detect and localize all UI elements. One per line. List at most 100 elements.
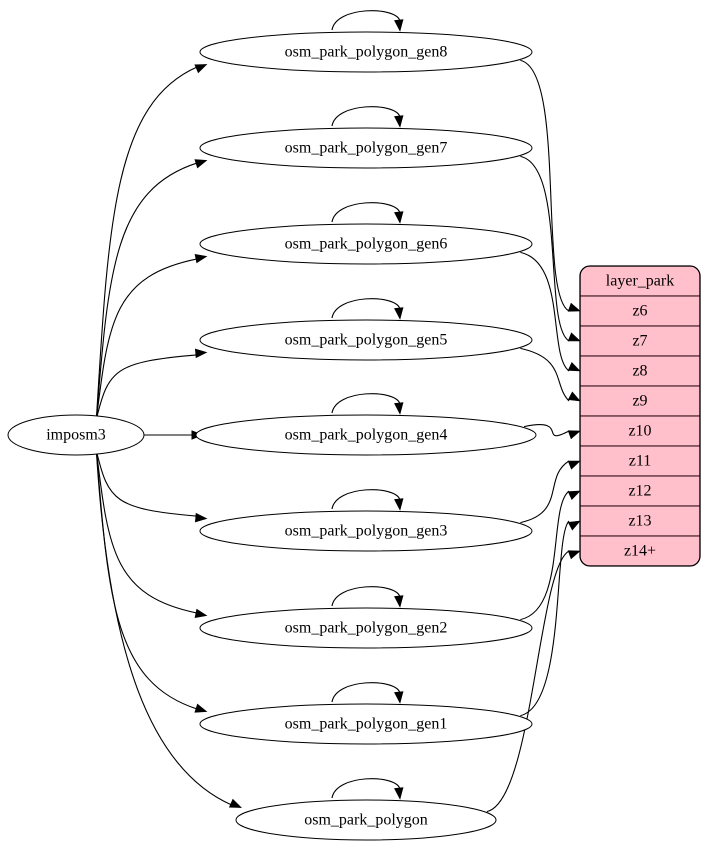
- edge-osm_park_polygon_gen5-to-z9: [520, 347, 570, 402]
- self-loop-arrowhead-osm_park_polygon_gen7: [394, 115, 404, 128]
- edge-imposm3-to-osm_park_polygon: [95, 450, 233, 806]
- table-row-label-z7: z7: [632, 333, 647, 350]
- table-row-label-z14+: z14+: [624, 543, 656, 560]
- table-row-label-z6: z6: [632, 303, 647, 320]
- edge-osm_park_polygon_gen2-to-z12: [520, 490, 570, 621]
- node-shape[interactable]: [195, 414, 537, 456]
- edge-imposm3-to-osm_park_polygon_gen6: [95, 258, 198, 420]
- table-row-z14+[interactable]: [580, 535, 700, 566]
- edges-layer: [95, 10, 581, 813]
- node-label: osm_park_polygon_gen2: [285, 620, 448, 637]
- node-shape[interactable]: [199, 31, 533, 73]
- edge-arrowhead-z9: [567, 391, 581, 402]
- table-row-label-z8: z8: [632, 363, 647, 380]
- edge-osm_park_polygon_gen6-to-z8: [520, 251, 570, 372]
- edge-arrowhead-osm_park_polygon_gen1: [194, 703, 208, 713]
- node-osm_park_polygon_gen4[interactable]: osm_park_polygon_gen4: [195, 414, 537, 456]
- edge-osm_park_polygon_gen3-to-z11: [520, 460, 570, 524]
- edge-imposm3-to-osm_park_polygon_gen5: [95, 354, 198, 420]
- edge-arrowhead-osm_park_polygon_gen2: [194, 608, 208, 618]
- node-osm_park_polygon_gen8[interactable]: osm_park_polygon_gen8: [199, 31, 533, 73]
- node-label: osm_park_polygon_gen3: [285, 523, 448, 540]
- self-loop-osm_park_polygon_gen1: [331, 682, 401, 703]
- self-loop-arrowhead-osm_park_polygon: [394, 787, 404, 800]
- self-loop-arrowhead-osm_park_polygon_gen4: [394, 402, 404, 415]
- self-loop-osm_park_polygon_gen3: [331, 489, 401, 510]
- node-imposm3[interactable]: imposm3: [7, 414, 145, 456]
- edge-osm_park_polygon_gen1-to-z13: [520, 520, 570, 717]
- edge-imposm3-to-osm_park_polygon_gen1: [95, 450, 198, 710]
- self-loop-osm_park_polygon_gen8: [331, 10, 401, 31]
- node-label: osm_park_polygon_gen7: [285, 140, 448, 157]
- node-shape: [7, 414, 145, 456]
- node-osm_park_polygon[interactable]: osm_park_polygon: [235, 799, 497, 841]
- edge-arrowhead-osm_park_polygon_gen5: [194, 348, 208, 359]
- edge-arrowhead-osm_park_polygon: [228, 798, 242, 808]
- node-shape[interactable]: [199, 319, 533, 361]
- nodes-layer: imposm3 osm_park_polygon_gen8 osm_park_pol…: [7, 31, 537, 841]
- edge-arrowhead-z6: [567, 302, 581, 312]
- node-osm_park_polygon_gen7[interactable]: osm_park_polygon_gen7: [199, 127, 533, 169]
- node-label: osm_park_polygon_gen8: [285, 44, 448, 61]
- edge-arrowhead-z14+: [567, 550, 581, 560]
- self-loop-arrowhead-osm_park_polygon_gen8: [394, 19, 404, 32]
- edge-arrowhead-z12: [567, 490, 581, 501]
- node-shape[interactable]: [199, 607, 533, 649]
- table-row-label-z11: z11: [629, 453, 652, 470]
- self-loop-osm_park_polygon_gen4: [331, 393, 401, 414]
- table-outline: [579, 265, 701, 567]
- node-label: osm_park_polygon_gen5: [285, 332, 448, 349]
- self-loop-osm_park_polygon_gen7: [331, 106, 401, 127]
- edge-imposm3-to-osm_park_polygon_gen8: [95, 66, 198, 420]
- node-label: osm_park_polygon_gen6: [285, 236, 448, 253]
- self-loop-arrowhead-osm_park_polygon_gen6: [394, 211, 404, 224]
- self-loop-osm_park_polygon: [331, 778, 401, 799]
- edge-arrowhead-z11: [567, 460, 581, 470]
- edge-arrowhead-z7: [567, 332, 581, 342]
- edge-arrowhead-z8: [567, 361, 581, 372]
- edge-imposm3-to-osm_park_polygon_gen3: [95, 450, 198, 517]
- node-osm_park_polygon_gen3[interactable]: osm_park_polygon_gen3: [199, 510, 533, 552]
- node-osm_park_polygon_gen5[interactable]: osm_park_polygon_gen5: [199, 319, 533, 361]
- node-shape[interactable]: [199, 510, 533, 552]
- edge-arrowhead-osm_park_polygon_gen6: [194, 253, 208, 264]
- node-label: imposm3: [46, 427, 106, 444]
- node-osm_park_polygon_gen6[interactable]: osm_park_polygon_gen6: [199, 223, 533, 265]
- node-shape[interactable]: [199, 223, 533, 265]
- table-header-label: layer_park: [606, 273, 674, 290]
- edge-osm_park_polygon-to-z14+: [486, 550, 570, 813]
- edge-osm_park_polygon_gen8-to-z6: [520, 59, 570, 312]
- self-loop-osm_park_polygon_gen6: [331, 202, 401, 223]
- edge-osm_park_polygon_gen7-to-z7: [520, 155, 570, 342]
- table-row-z6[interactable]: [580, 295, 700, 327]
- node-shape[interactable]: [235, 799, 497, 841]
- edge-arrowhead-z10: [567, 430, 581, 440]
- node-shape[interactable]: [199, 127, 533, 169]
- table-row-label-z12: z12: [628, 483, 651, 500]
- edge-arrowhead-osm_park_polygon_gen7: [194, 159, 208, 169]
- self-loop-osm_park_polygon_gen5: [331, 298, 401, 319]
- self-loop-arrowhead-osm_park_polygon_gen2: [394, 595, 404, 608]
- self-loop-osm_park_polygon_gen2: [331, 586, 401, 607]
- node-shape[interactable]: [199, 703, 533, 745]
- node-label: osm_park_polygon_gen4: [285, 427, 448, 444]
- edge-arrowhead-osm_park_polygon_gen3: [194, 512, 208, 523]
- table-row-z8[interactable]: [580, 355, 700, 387]
- edge-osm_park_polygon_gen4-to-z10: [523, 424, 570, 437]
- node-osm_park_polygon_gen1[interactable]: osm_park_polygon_gen1: [199, 703, 533, 745]
- edge-imposm3-to-osm_park_polygon_gen7: [95, 162, 198, 420]
- self-loop-arrowhead-osm_park_polygon_gen1: [394, 691, 404, 704]
- node-label: osm_park_polygon: [304, 812, 428, 829]
- edge-imposm3-to-osm_park_polygon_gen2: [95, 450, 198, 614]
- node-label: osm_park_polygon_gen1: [285, 716, 448, 733]
- table-row-z7[interactable]: [580, 325, 700, 357]
- table-row-label-z10: z10: [628, 423, 651, 440]
- edge-arrowhead-osm_park_polygon_gen8: [194, 64, 208, 74]
- table-row-label-z13: z13: [628, 513, 651, 530]
- node-osm_park_polygon_gen2[interactable]: osm_park_polygon_gen2: [199, 607, 533, 649]
- self-loop-arrowhead-osm_park_polygon_gen5: [394, 307, 404, 320]
